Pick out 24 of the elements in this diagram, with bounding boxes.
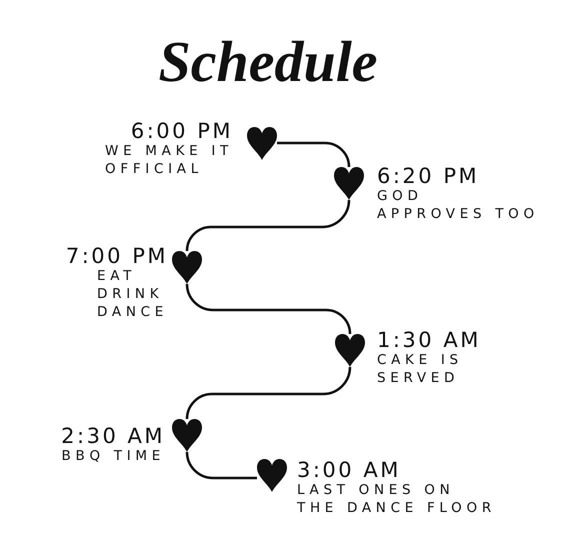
- event-description: WE MAKE IT OFFICIAL: [105, 142, 233, 178]
- heart-marker: [172, 419, 202, 452]
- title: Schedule: [158, 30, 378, 94]
- event-description: EAT DRINK DANCE: [97, 267, 168, 321]
- time-label: 6:20 PM: [377, 165, 480, 187]
- event-description: BBQ TIME: [62, 447, 165, 465]
- heart-marker: [334, 167, 364, 200]
- heart-marker: [257, 459, 287, 492]
- connector-line: [277, 142, 350, 168]
- connector-line: [186, 200, 350, 252]
- time-label: 7:00 PM: [66, 245, 168, 267]
- time-label: 6:00 PM: [130, 120, 233, 142]
- time-label: 2:30 AM: [61, 425, 165, 447]
- heart-marker: [247, 127, 277, 160]
- connector-line: [186, 366, 352, 420]
- event-description: CAKE IS SERVED: [377, 351, 463, 387]
- heart-marker: [172, 251, 202, 284]
- event-description: GOD APPROVES TOO: [377, 187, 539, 223]
- heart-marker: [335, 334, 365, 367]
- event-description: LAST ONES ON THE DANCE FLOOR: [297, 481, 496, 517]
- connector-line: [186, 284, 352, 336]
- time-label: 1:30 AM: [377, 329, 481, 351]
- time-label: 3:00 AM: [297, 459, 401, 481]
- connector-line: [186, 452, 257, 480]
